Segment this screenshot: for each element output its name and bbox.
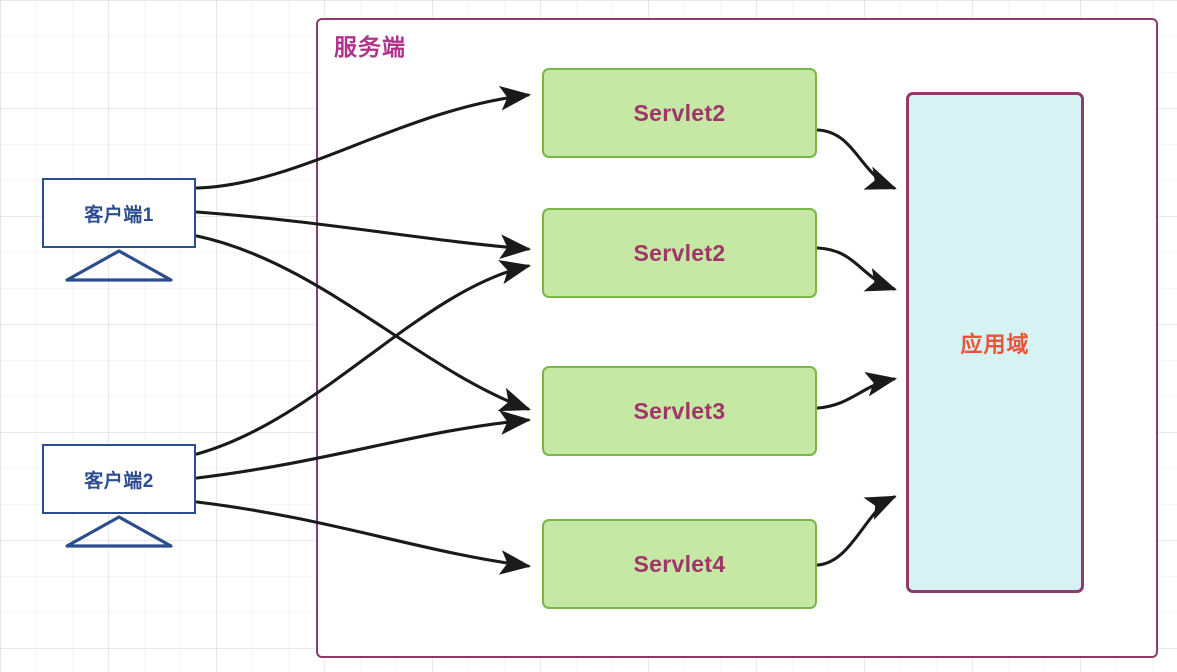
client-2-monitor-stand-icon	[65, 515, 173, 548]
server-container-title: 服务端	[334, 34, 406, 60]
servlet-node-1-label: Servlet2	[633, 99, 726, 126]
client-node-2-label: 客户端2	[84, 470, 154, 492]
servlet-node-4-label: Servlet4	[633, 550, 726, 577]
servlet-node-2-label: Servlet2	[633, 239, 726, 266]
servlet-node-2[interactable]: Servlet2	[542, 208, 817, 298]
client-node-1[interactable]: 客户端1	[42, 178, 196, 248]
client-1-monitor-stand-icon	[65, 249, 173, 282]
servlet-node-1[interactable]: Servlet2	[542, 68, 817, 158]
servlet-node-4[interactable]: Servlet4	[542, 519, 817, 609]
client-node-2[interactable]: 客户端2	[42, 444, 196, 514]
servlet-node-3[interactable]: Servlet3	[542, 366, 817, 456]
servlet-node-3-label: Servlet3	[633, 397, 726, 424]
client-node-1-label: 客户端1	[84, 204, 154, 226]
application-domain-node[interactable]: 应用域	[906, 92, 1084, 593]
application-domain-label: 应用域	[960, 331, 1030, 357]
